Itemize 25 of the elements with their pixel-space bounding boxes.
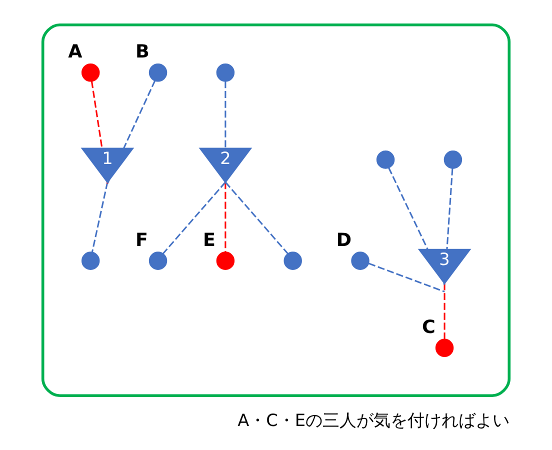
connector bbox=[91, 182, 108, 252]
node-circle bbox=[216, 63, 235, 82]
node-label: C bbox=[422, 317, 436, 338]
node-circle bbox=[81, 63, 100, 82]
node-circle bbox=[216, 252, 235, 270]
connector bbox=[444, 283, 446, 340]
connector bbox=[368, 262, 445, 292]
connector bbox=[162, 182, 226, 254]
connector bbox=[224, 182, 289, 254]
node-circle bbox=[351, 252, 370, 270]
caption: A・C・Eの三人が気を付ければよい bbox=[238, 410, 510, 430]
node-circle bbox=[284, 252, 302, 270]
node-circle bbox=[444, 150, 462, 169]
node-circle bbox=[435, 338, 454, 358]
node-label: E bbox=[202, 230, 216, 251]
node-label: D bbox=[336, 230, 352, 251]
node-label: A bbox=[68, 42, 82, 63]
node-circle bbox=[376, 150, 395, 169]
node-circle bbox=[148, 252, 168, 270]
node-label: B bbox=[136, 42, 150, 63]
connector bbox=[224, 182, 226, 252]
cluster bbox=[41, 23, 511, 398]
node-circle bbox=[148, 63, 168, 82]
node-label: F bbox=[136, 230, 148, 251]
node-circle bbox=[81, 252, 100, 270]
